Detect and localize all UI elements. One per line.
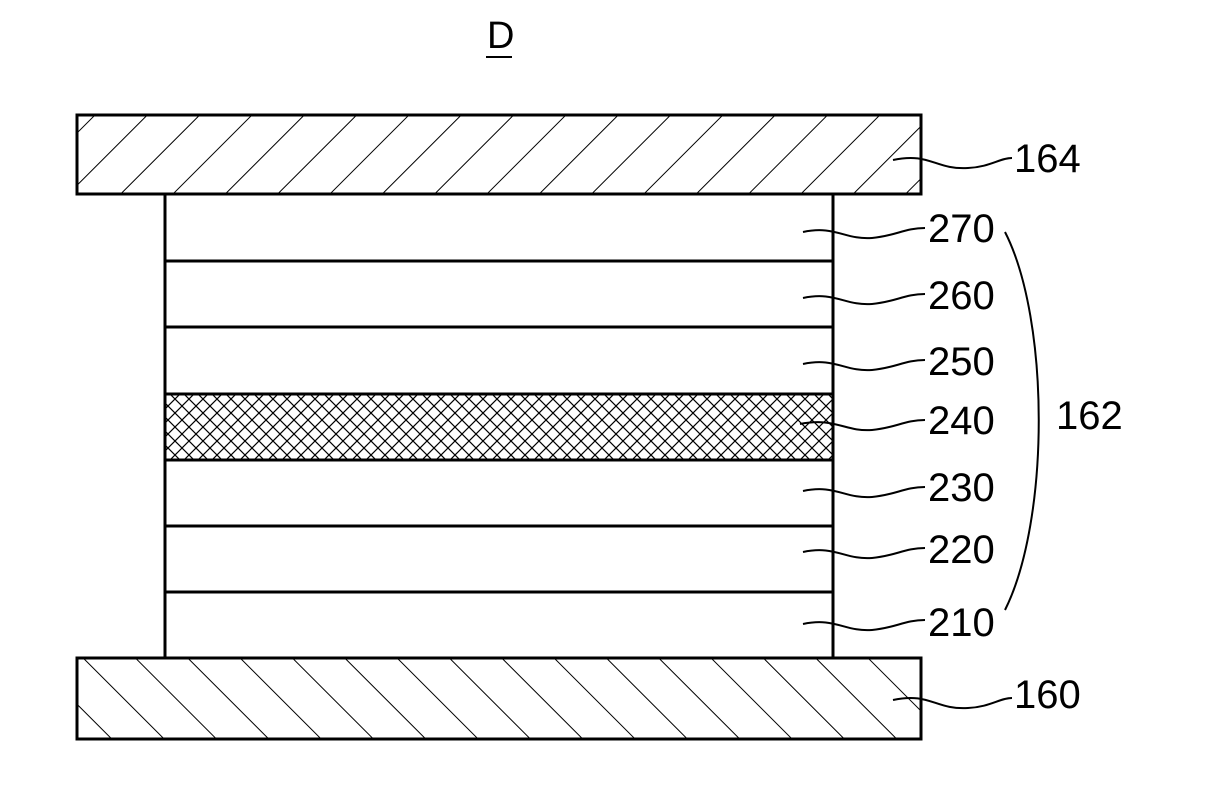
top-electrode [77,115,921,194]
label-160: 160 [1014,673,1081,717]
label-220: 220 [928,528,995,572]
label-162: 162 [1056,394,1123,438]
label-210: 210 [928,601,995,645]
label-240: 240 [928,399,995,443]
label-230: 230 [928,466,995,510]
bottom-electrode [77,658,921,739]
stack-bracket [1005,232,1039,610]
figure-title: D [487,15,514,57]
label-270: 270 [928,207,995,251]
label-164: 164 [1014,137,1081,181]
label-250: 250 [928,340,995,384]
layer-240-fill [165,394,833,460]
label-260: 260 [928,274,995,318]
